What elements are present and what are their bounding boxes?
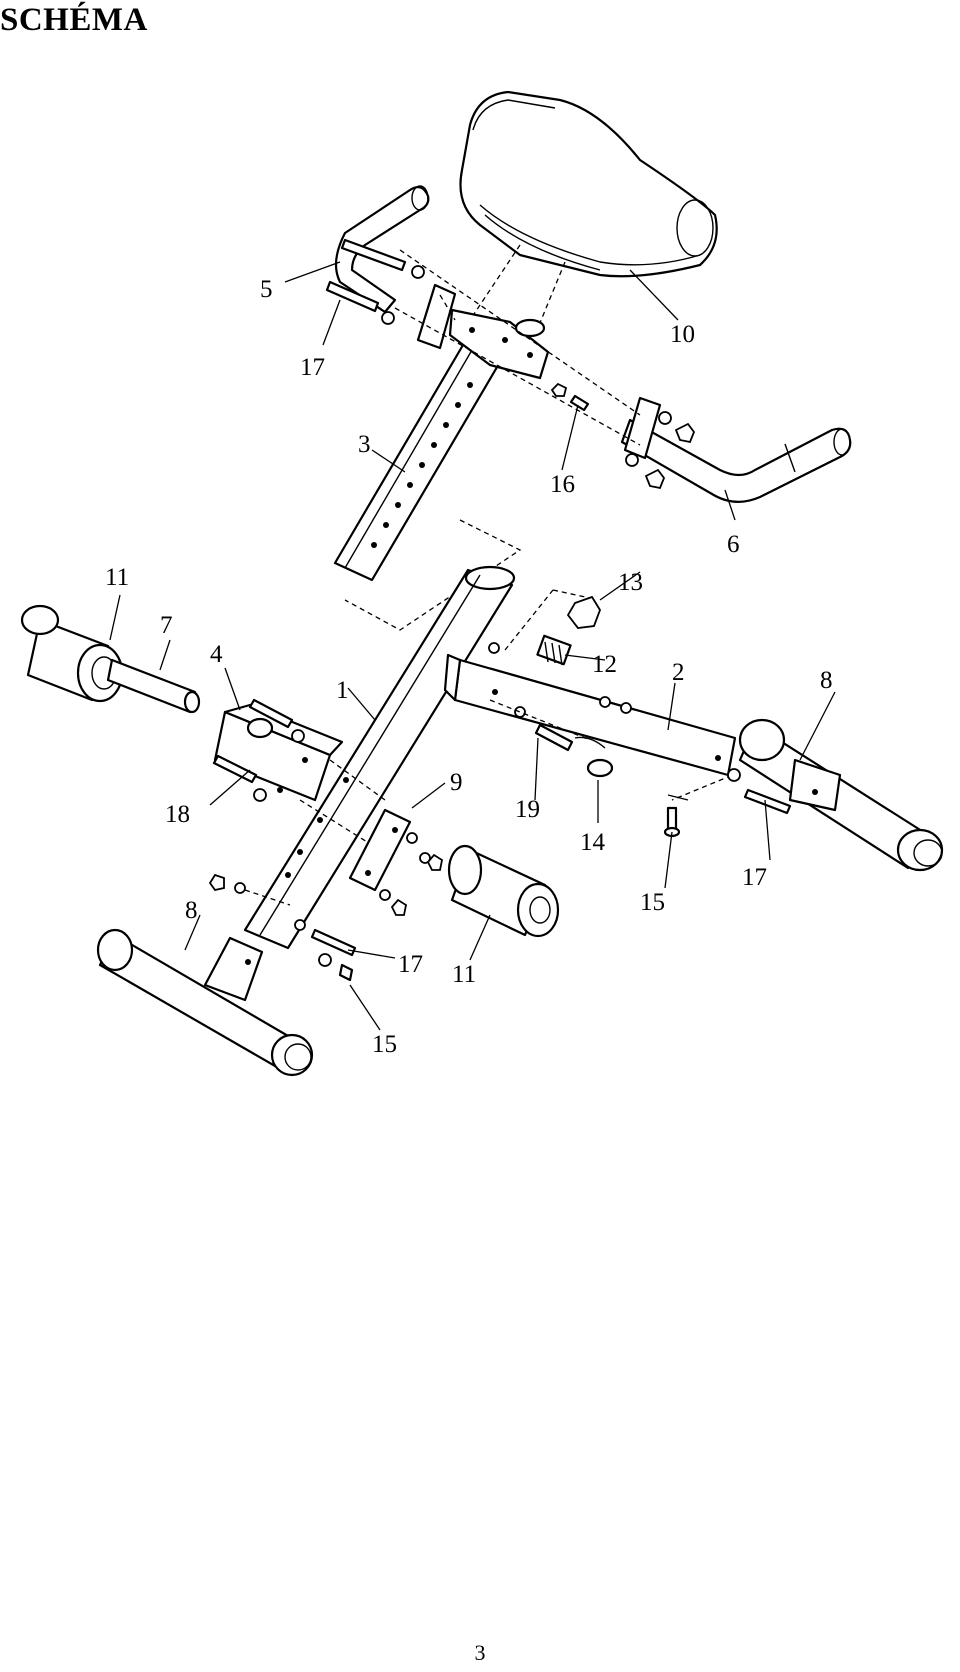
page-title: SCHÉMA: [0, 2, 148, 38]
plate-9: [348, 808, 412, 892]
upper-tube: [333, 343, 502, 582]
front-foot: [96, 928, 314, 1077]
callout-7: 7: [160, 612, 173, 639]
spring-pin-12: [536, 634, 572, 666]
callout-10: 10: [670, 321, 695, 348]
callout-8-front: 8: [185, 897, 198, 924]
right-roller: [447, 844, 560, 938]
pin-14: [574, 736, 614, 778]
callout-11-left: 11: [105, 564, 129, 591]
bolts-18: [212, 698, 305, 802]
callout-15-right: 15: [640, 889, 665, 916]
main-tube: [243, 565, 516, 950]
callout-15-front: 15: [372, 1031, 397, 1058]
callout-2: 2: [672, 659, 685, 686]
left-roller: [20, 604, 124, 703]
right-handle: [620, 418, 852, 503]
washers-19-top: [599, 696, 632, 714]
rear-foot: [738, 718, 944, 872]
back-pad: [459, 90, 718, 278]
callout-11-right: 11: [452, 961, 476, 988]
callout-13: 13: [618, 569, 643, 596]
knob-13: [566, 595, 601, 629]
callout-1: 1: [336, 677, 349, 704]
callout-8-rear: 8: [820, 667, 833, 694]
callout-17-right: 17: [742, 864, 767, 891]
bolt-17-top: [325, 238, 425, 325]
page-number: 3: [474, 1640, 486, 1665]
bolt-17-right: [743, 788, 792, 815]
callout-17-top: 17: [300, 354, 325, 381]
callout-9: 9: [450, 769, 463, 796]
washers-9: [379, 832, 444, 916]
foam-rod: [106, 658, 201, 714]
rear-tube: [443, 653, 737, 777]
callout-18: 18: [165, 801, 190, 828]
callout-6: 6: [727, 531, 740, 558]
callout-labels: 5 17 3 16 6 10 13 12 2 8 11 7 4 1 9 18 1…: [105, 276, 833, 1058]
bolt-19: [514, 706, 574, 752]
bolt-16: [550, 382, 590, 412]
callout-17-front: 17: [398, 951, 423, 978]
callout-5: 5: [260, 276, 273, 303]
leader-lines: [109, 261, 836, 1031]
callout-12: 12: [592, 651, 617, 678]
callout-16: 16: [550, 471, 575, 498]
callout-4: 4: [210, 641, 223, 668]
callout-14: 14: [580, 829, 606, 856]
callout-19: 19: [515, 796, 540, 823]
top-bracket: [416, 283, 662, 460]
callout-3: 3: [358, 431, 371, 458]
washers-right-top: [625, 411, 696, 490]
washers-front: [208, 873, 357, 982]
left-handle: [334, 185, 430, 314]
bolt-15-right: [663, 794, 689, 838]
